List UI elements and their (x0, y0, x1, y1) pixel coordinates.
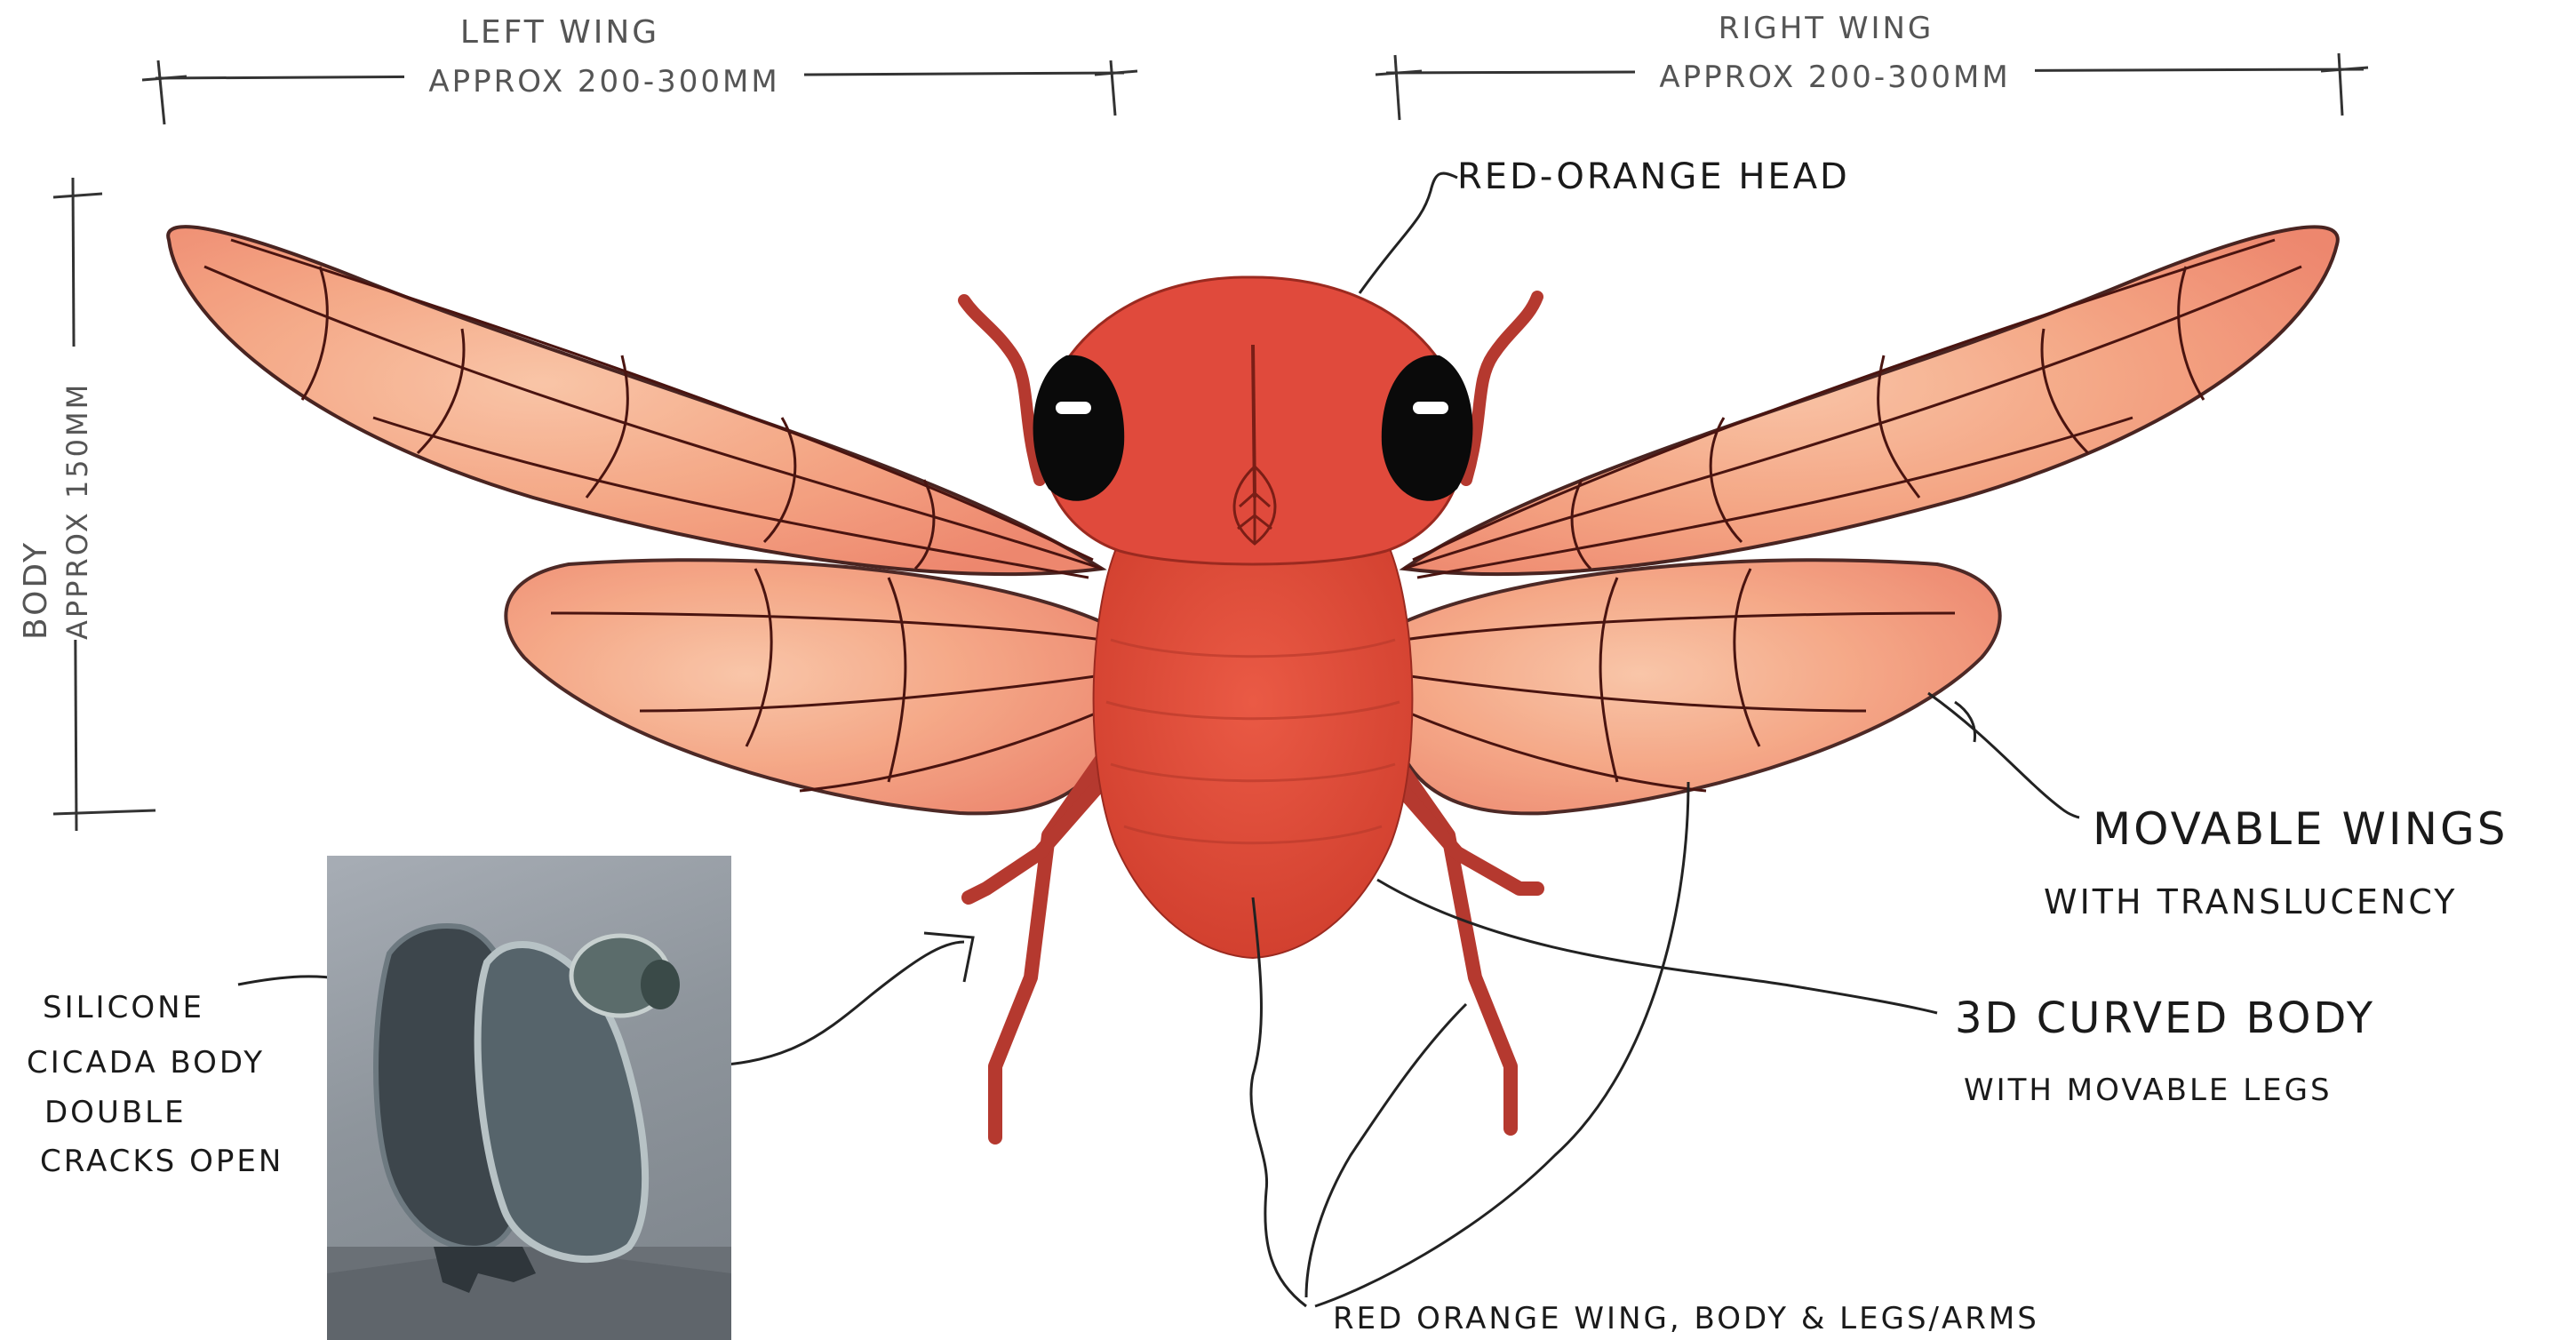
right-forewing (1404, 227, 2338, 578)
silicone-body-photo (327, 856, 731, 1340)
photo-caption-line1: SILICONE (43, 990, 204, 1025)
right-wing-label: RIGHT WING (1719, 11, 1934, 46)
wings-annotation-line1: MOVABLE WINGS (2093, 803, 2508, 855)
wings-annotation-line2: WITH TRANSLUCENCY (2044, 882, 2457, 921)
photo-caption-line2: CICADA BODY (27, 1045, 265, 1081)
right-wing-size: APPROX 200-300MM (1659, 60, 2010, 95)
body-label: BODY (18, 540, 54, 640)
head-annotation: RED-ORANGE HEAD (1457, 156, 1850, 197)
colour-annotation: RED ORANGE WING, BODY & LEGS/ARMS (1333, 1301, 2039, 1336)
abdomen (1094, 531, 1413, 959)
left-forewing (168, 227, 1102, 578)
left-hindwing (506, 560, 1106, 813)
body-annotation-line1: 3D CURVED BODY (1955, 993, 2375, 1043)
photo-caption-line4: CRACKS OPEN (40, 1144, 283, 1179)
body-size: APPROX 150MM (60, 382, 94, 640)
left-wing-label: LEFT WING (460, 14, 659, 51)
right-hindwing (1400, 560, 2000, 813)
left-wing-size: APPROX 200-300MM (428, 64, 779, 100)
body-annotation-line2: WITH MOVABLE LEGS (1964, 1073, 2333, 1108)
photo-caption-line3: DOUBLE (44, 1095, 187, 1130)
